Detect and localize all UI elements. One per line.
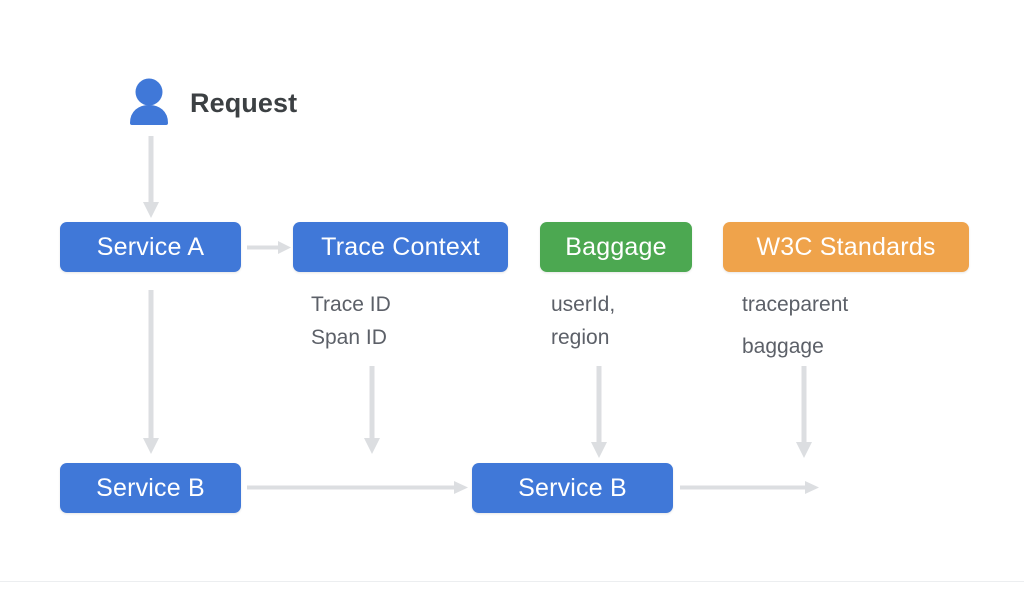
w3c-caption: traceparent baggage <box>742 293 849 358</box>
trace-context-caption: Trace ID Span ID <box>311 293 391 349</box>
arrow-service-b-right-outbound <box>680 481 819 494</box>
node-service-a[interactable]: Service A <box>60 222 241 272</box>
arrow-w3c-down <box>796 366 812 458</box>
node-baggage-label: Baggage <box>565 232 667 261</box>
node-service-b-right[interactable]: Service B <box>472 463 673 513</box>
arrow-trace-context-down <box>364 366 380 454</box>
arrow-service-b-left-to-right <box>247 481 468 494</box>
bottom-divider <box>0 581 1024 582</box>
node-trace-context[interactable]: Trace Context <box>293 222 508 272</box>
node-service-a-label: Service A <box>96 232 205 261</box>
arrow-request-to-service-a <box>143 136 159 218</box>
node-w3c-standards-label: W3C Standards <box>756 232 936 261</box>
node-w3c-standards[interactable]: W3C Standards <box>723 222 969 272</box>
node-service-b-left[interactable]: Service B <box>60 463 241 513</box>
node-baggage[interactable]: Baggage <box>540 222 692 272</box>
baggage-caption: userId, region <box>551 293 616 349</box>
node-trace-context-label: Trace Context <box>321 232 480 261</box>
person-icon <box>130 78 168 125</box>
arrow-service-a-to-trace-context <box>247 241 291 254</box>
arrow-service-a-to-service-b-left <box>143 290 159 454</box>
arrow-baggage-down <box>591 366 607 458</box>
node-service-b-right-label: Service B <box>518 473 627 502</box>
node-service-b-left-label: Service B <box>96 473 205 502</box>
request-label: Request <box>190 88 298 118</box>
